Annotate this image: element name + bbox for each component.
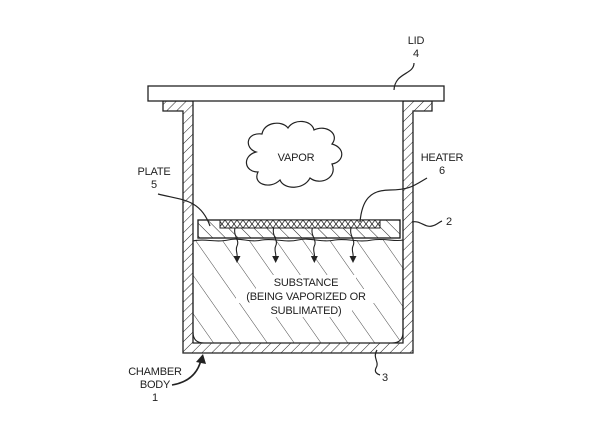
- heater-label: HEATER: [421, 152, 464, 164]
- chamber-body-label-line2: BODY: [140, 379, 171, 391]
- lid: [147, 85, 445, 102]
- heater-leader: [359, 177, 428, 223]
- lid-ref: 4: [413, 48, 419, 60]
- heater-ref: 6: [439, 165, 445, 177]
- chamber-body: [162, 100, 433, 354]
- lid-label: LID: [408, 35, 425, 47]
- arrowhead-icon: [196, 354, 206, 364]
- bottom-leader: [374, 349, 381, 376]
- heat-arrowhead-icon: [272, 256, 280, 263]
- lid-leader: [393, 62, 415, 91]
- plate-label: PLATE: [137, 166, 170, 178]
- heat-arrowhead-icon: [310, 256, 318, 263]
- chamber-body-label-line1: CHAMBER: [128, 366, 182, 378]
- heat-arrowhead-icon: [349, 256, 357, 263]
- substance-label-line1: SUBSTANCE: [274, 277, 339, 289]
- wall-leader: [411, 220, 443, 227]
- substance-label-line3: SUBLIMATED): [271, 305, 342, 317]
- heat-arrows: [233, 227, 357, 263]
- vapor-label: VAPOR: [278, 152, 315, 164]
- plate-leader: [157, 193, 211, 227]
- chamber-body-arrow: [171, 359, 202, 386]
- bottom-ref: 3: [382, 372, 388, 384]
- heat-arrow: [272, 227, 277, 259]
- substance-label-line2: (BEING VAPORIZED OR: [246, 291, 366, 303]
- wall-ref: 2: [446, 216, 452, 228]
- heat-arrow: [311, 227, 316, 259]
- plate-ref: 5: [151, 179, 157, 191]
- vapor-cloud: [245, 120, 343, 188]
- heat-arrow: [350, 227, 355, 259]
- heat-arrow: [234, 227, 239, 259]
- chamber-body-ref: 1: [152, 392, 158, 404]
- heat-arrowhead-icon: [233, 256, 241, 263]
